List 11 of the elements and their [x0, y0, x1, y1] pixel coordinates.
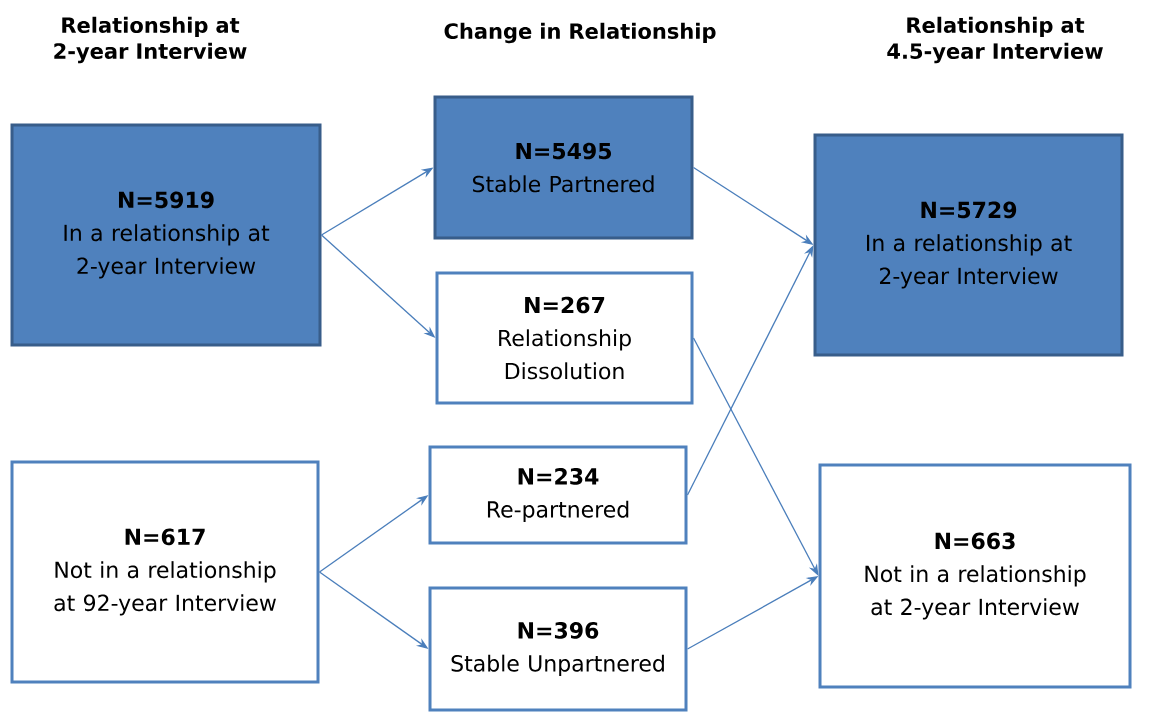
count-box: N=5919 In a relationship at 2-year Interview: [10, 123, 322, 347]
count-box: N=5729 In a relationship at 2-year Interview: [813, 133, 1124, 357]
count-box: N=267 Relationship Dissolution: [435, 271, 694, 405]
count-box: N=234 Re-partnered: [428, 445, 688, 545]
count-box: N=5495 Stable Partnered: [433, 95, 694, 240]
column-heading: Change in Relationship: [444, 22, 716, 44]
count-box: N=396 Stable Unpartnered: [428, 586, 688, 712]
count-box: N=663 Not in a relationship at 2-year Interview: [818, 463, 1132, 689]
count-box: N=617 Not in a relationship at 92-year Interview: [10, 460, 320, 684]
column-heading: Relationship at 4.5-year Interview: [887, 16, 1103, 64]
column-heading: Relationship at 2-year Interview: [54, 16, 247, 64]
